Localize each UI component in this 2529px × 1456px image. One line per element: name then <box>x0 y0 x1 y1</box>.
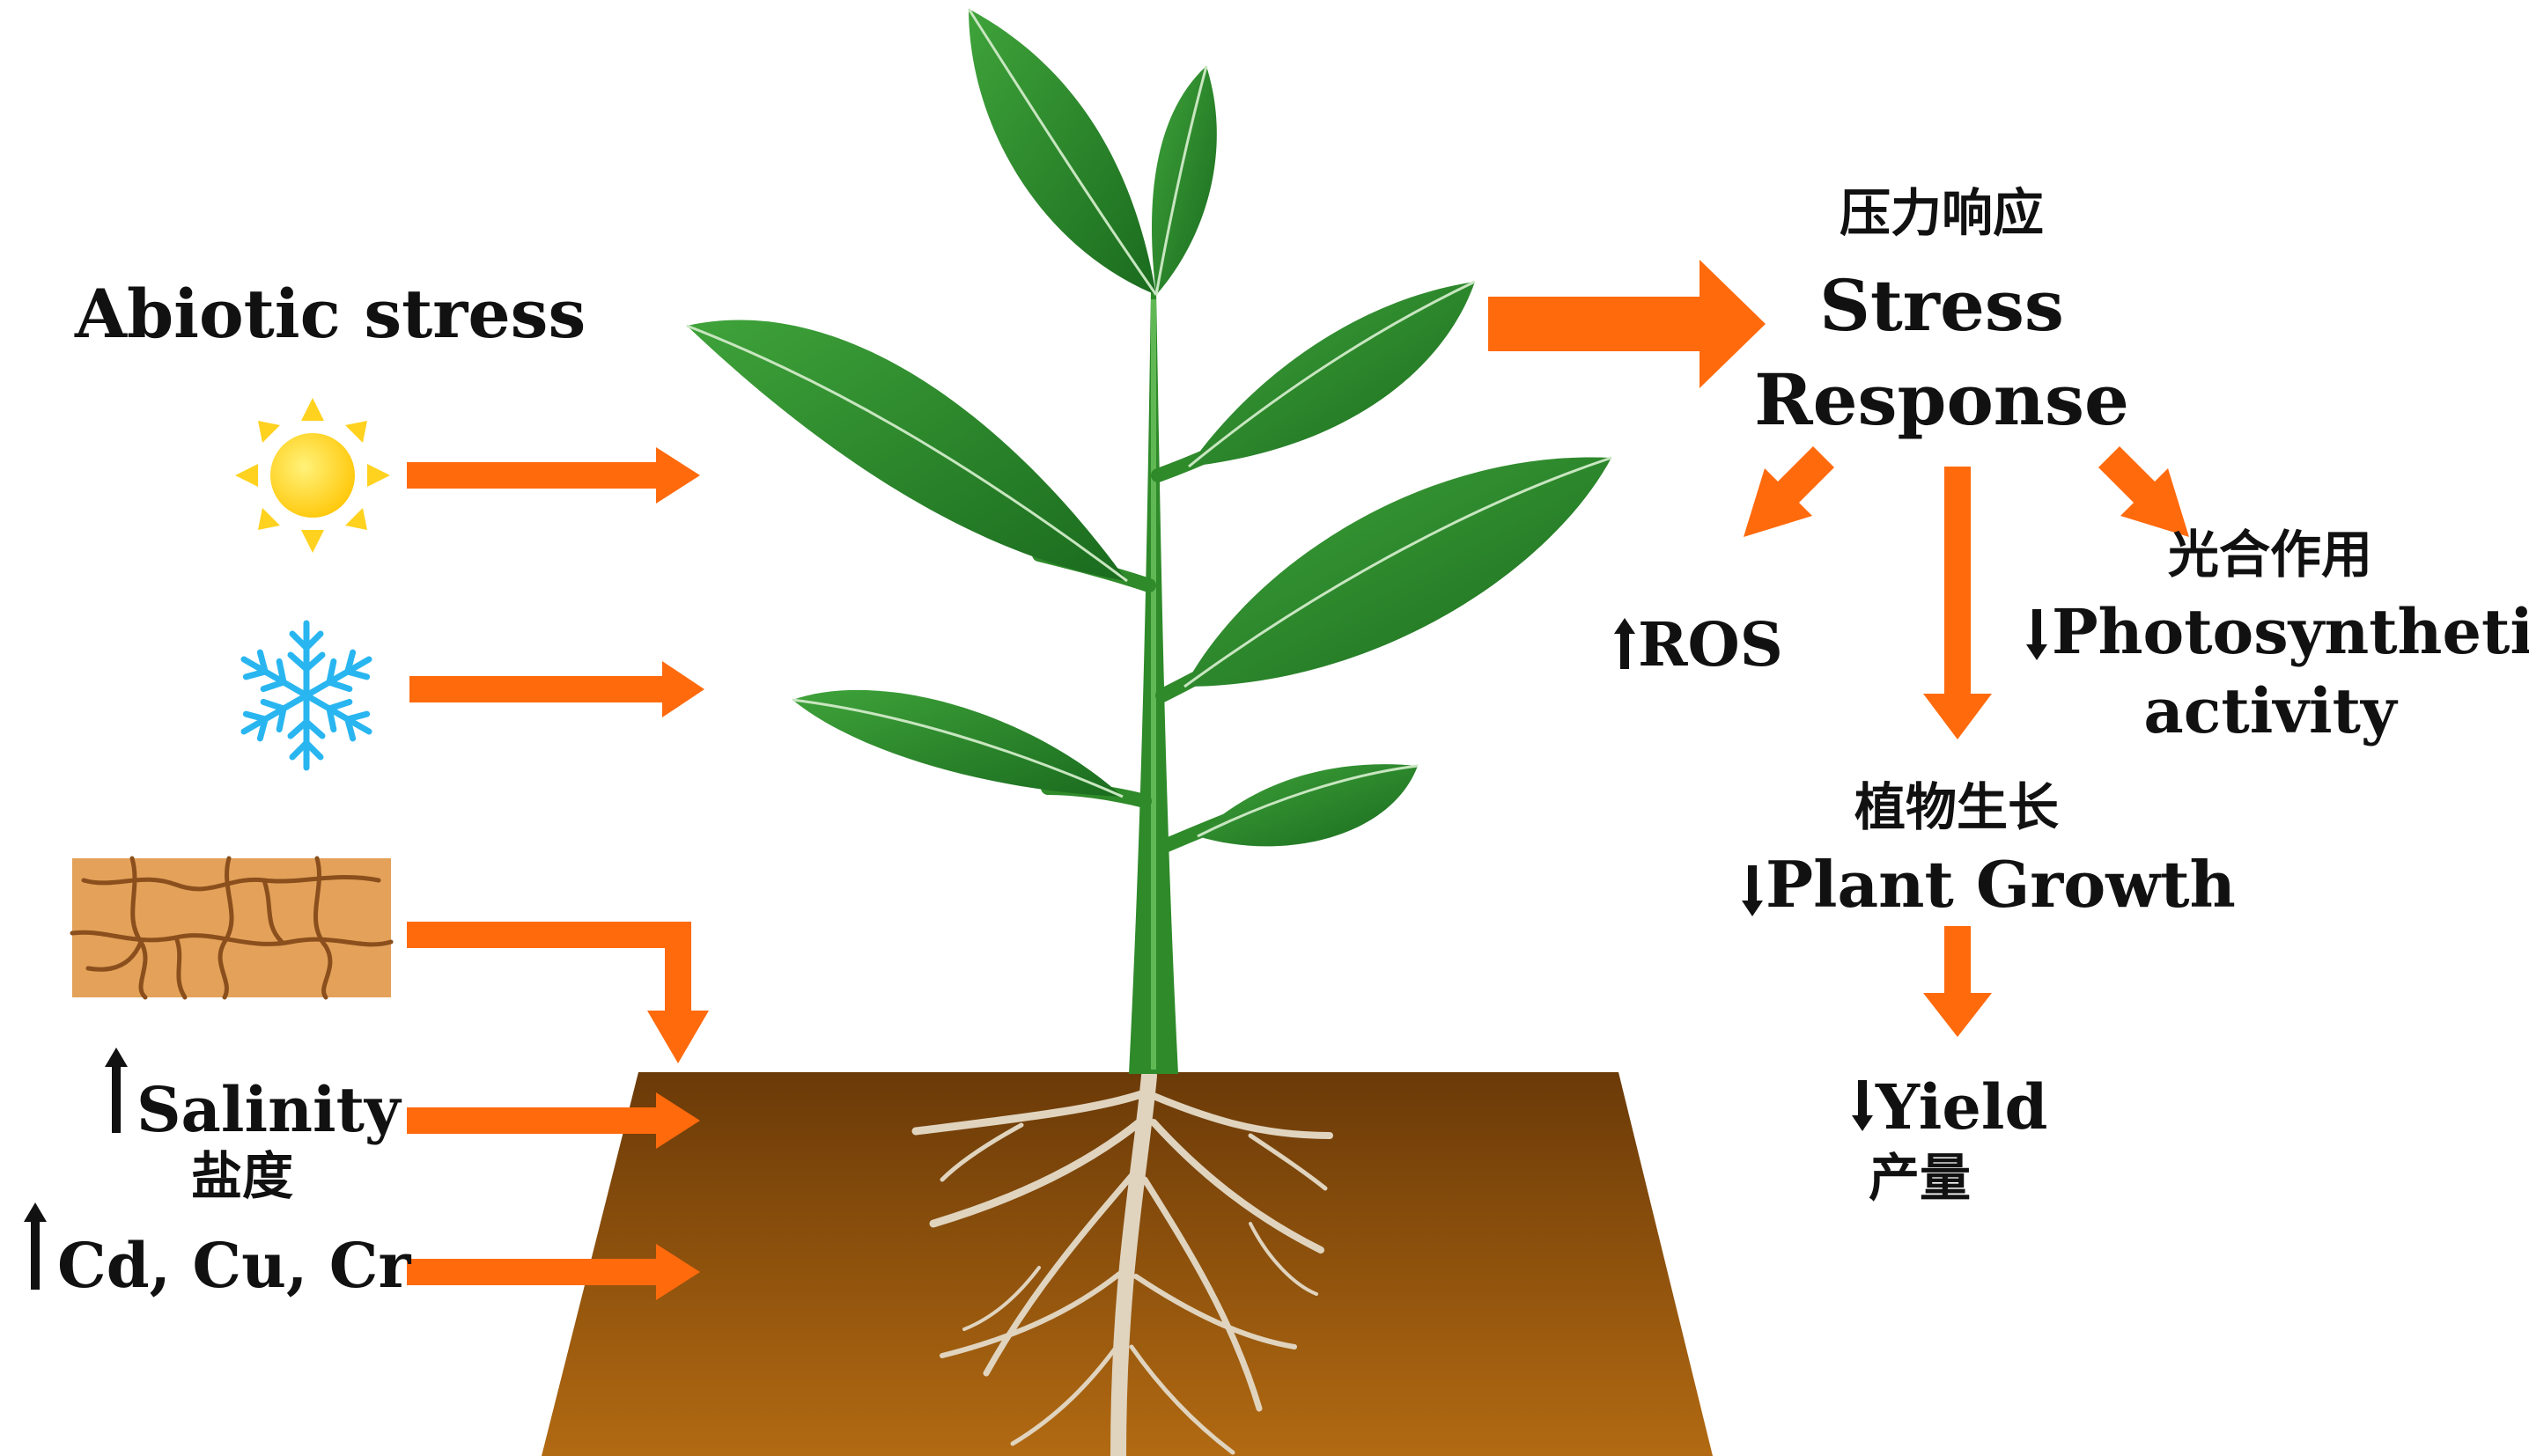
leaf <box>793 689 1123 797</box>
ros-arrow <box>1744 446 1834 537</box>
growth-down-arrow-icon <box>1742 865 1763 916</box>
photosynthetic-label: Photosynthetic <box>2052 595 2529 668</box>
response-arrows <box>1488 260 2189 1037</box>
abiotic-stress-label: Abiotic stress <box>74 275 586 353</box>
salinity-cn-label: 盐度 <box>191 1146 293 1206</box>
salinity-arrow <box>407 1092 700 1149</box>
sun-arrow <box>407 447 700 504</box>
ros-label: ROS <box>1638 610 1783 680</box>
yield-cn-label: 产量 <box>1869 1148 1971 1208</box>
metals-label: Cd, Cu, Cr <box>57 1229 411 1302</box>
input-arrows <box>407 447 709 1300</box>
salinity-up-arrow-icon <box>105 1048 128 1133</box>
photo-arrow <box>2098 446 2189 537</box>
yield-down-arrow-icon <box>1852 1080 1873 1131</box>
metals-up-arrow-icon <box>24 1202 47 1290</box>
photosynthesis-cn-label: 光合作用 <box>2168 525 2372 585</box>
plant-leaves <box>686 8 1612 847</box>
growth-arrow <box>1923 467 1992 739</box>
leaf <box>687 320 1127 581</box>
sun-icon <box>235 398 390 553</box>
drought-arrow <box>407 922 709 1063</box>
yield-arrow <box>1923 926 1992 1037</box>
photo-down-arrow-icon <box>2026 609 2047 660</box>
snowflake-icon <box>236 620 377 768</box>
yield-label: Yield <box>1875 1070 2047 1143</box>
plant-growth-cn-label: 植物生长 <box>1854 777 2059 837</box>
main-response-arrow <box>1488 260 1766 388</box>
leaf <box>1184 457 1611 687</box>
response-label: Response <box>1754 358 2129 441</box>
cold-arrow <box>409 661 704 717</box>
plant-growth-label: Plant Growth <box>1766 847 2236 922</box>
salinity-label: Salinity <box>136 1073 402 1146</box>
ros-up-arrow-icon <box>1614 618 1635 669</box>
metals-arrow <box>407 1244 700 1300</box>
stress-response-cn-label: 压力响应 <box>1840 183 2044 243</box>
leaf <box>1189 282 1475 467</box>
roots <box>911 1068 1333 1456</box>
cracked-soil-icon <box>70 856 394 1000</box>
leaf <box>1198 764 1418 847</box>
activity-label: activity <box>2143 674 2399 747</box>
stress-label: Stress <box>1819 264 2064 347</box>
